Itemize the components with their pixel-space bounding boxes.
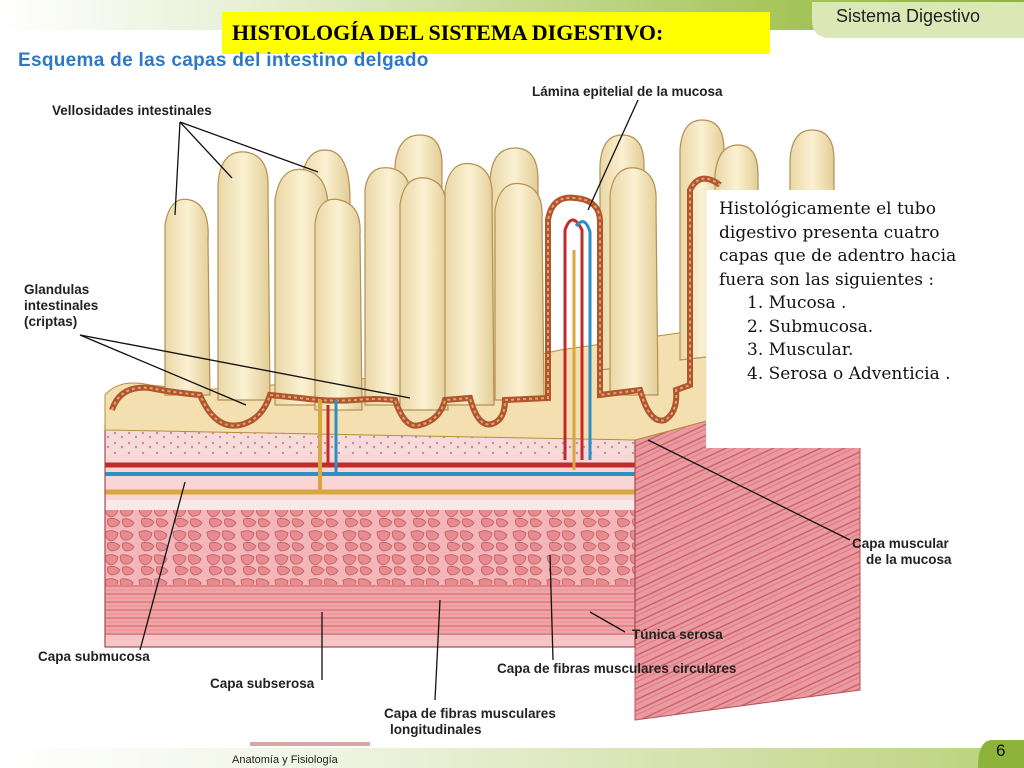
- label-subserosa: Capa subserosa: [210, 676, 315, 691]
- label-longitudinal-line2: longitudinales: [390, 722, 482, 737]
- label-submucosa: Capa submucosa: [38, 649, 150, 664]
- footer-text: Anatomía y Fisiología: [232, 754, 338, 766]
- info-item-serosa: 4. Serosa o Adventicia .: [747, 363, 951, 384]
- intestine-layers-diagram: [79, 99, 861, 746]
- label-longitudinal-fibers: Capa de fibras musculares longitudinales: [384, 706, 556, 738]
- page-number: 6: [996, 741, 1006, 760]
- label-glands-line3: (criptas): [24, 314, 78, 329]
- info-line-1: Histológicamente el tubo: [719, 199, 936, 219]
- info-line-3: capas que de adentro hacia: [719, 246, 957, 266]
- section-tab: [812, 2, 1024, 38]
- section-label: Sistema Digestivo: [836, 6, 981, 26]
- page-number-tab: [978, 740, 1024, 768]
- label-villi: Vellosidades intestinales: [52, 103, 212, 118]
- info-text-box: Histológicamente el tubo digestivo prese…: [706, 190, 1010, 448]
- info-line-2: digestivo presenta cuatro: [719, 222, 940, 243]
- label-glands-line1: Glandulas: [24, 282, 90, 297]
- label-glands-line2: intestinales: [24, 298, 99, 313]
- page-title: HISTOLOGÍA DEL SISTEMA DIGESTIVO:: [222, 12, 770, 54]
- label-muscularis-line1: Capa muscular: [852, 536, 949, 551]
- info-item-muscular: 3. Muscular.: [747, 340, 854, 360]
- info-line-4: fuera son las siguientes :: [719, 269, 935, 290]
- info-item-mucosa: 1. Mucosa .: [747, 293, 847, 313]
- label-intestinal-glands: Glandulas intestinales (criptas): [24, 282, 98, 330]
- diagram-subtitle: Esquema de las capas del intestino delga…: [18, 50, 429, 71]
- info-item-submucosa: 2. Submucosa.: [747, 316, 874, 337]
- label-epithelial-lamina: Lámina epitelial de la mucosa: [532, 84, 723, 99]
- footer-bar: [0, 748, 1024, 768]
- label-muscularis-line2: de la mucosa: [866, 552, 952, 567]
- label-longitudinal-line1: Capa de fibras musculares: [384, 706, 556, 721]
- label-muscularis-mucosa: Capa muscular de la mucosa: [852, 536, 952, 568]
- label-circular-fibers: Capa de fibras musculares circulares: [497, 661, 737, 676]
- label-serosa: Túnica serosa: [632, 627, 723, 642]
